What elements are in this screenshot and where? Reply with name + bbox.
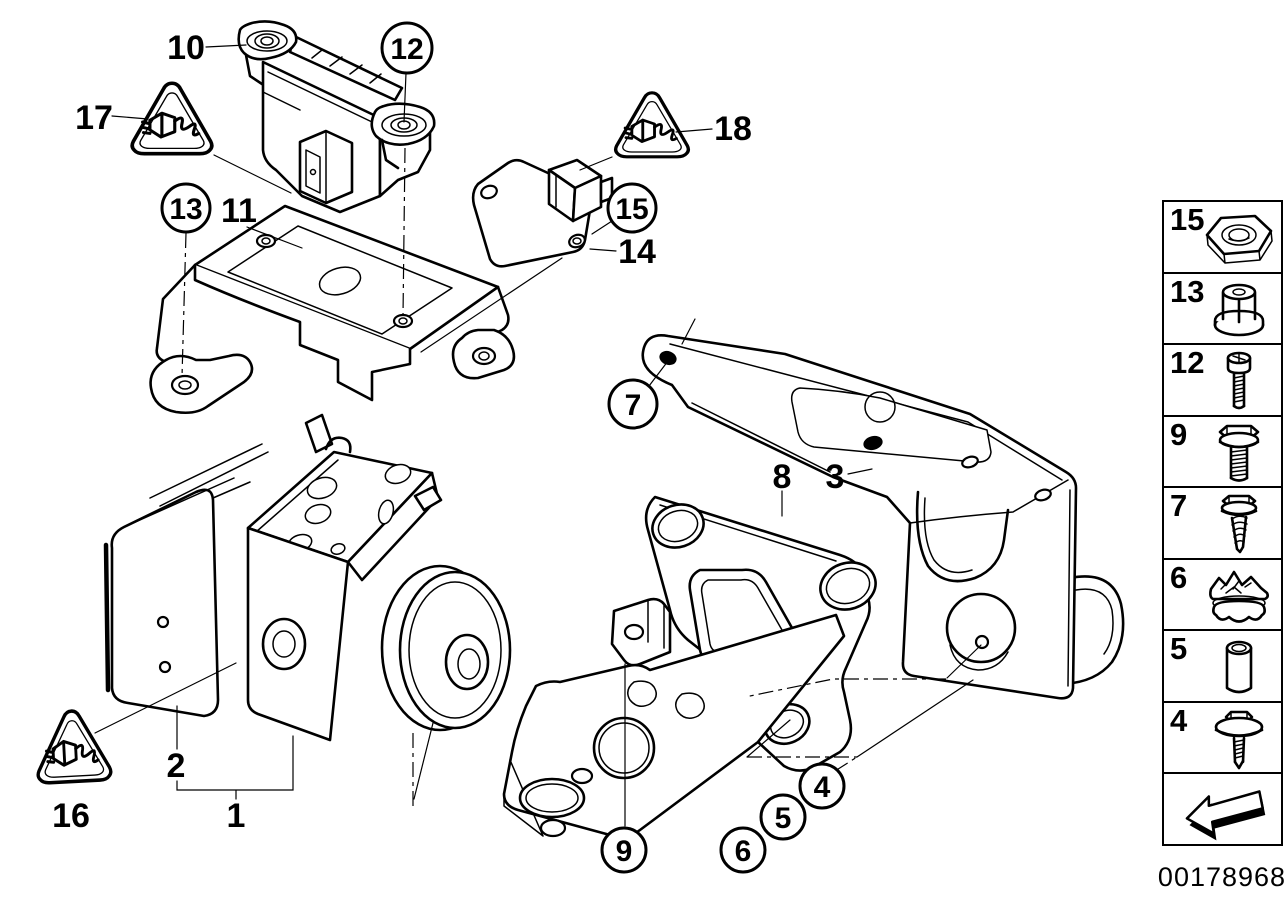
legend-item-12[interactable]: 12: [1162, 343, 1283, 417]
callout-1[interactable]: 1: [227, 797, 246, 835]
part-sensor-bracket: [149, 204, 516, 415]
legend-label: 12: [1170, 345, 1205, 380]
callout-7[interactable]: 7: [607, 378, 659, 430]
legend-item-4[interactable]: 4: [1162, 700, 1283, 774]
fastener-legend: 15 13 12 9: [1162, 200, 1283, 846]
document-number: 00178968: [1157, 862, 1287, 892]
spacer-sleeve-icon: [1225, 640, 1253, 694]
svg-text:9: 9: [616, 835, 633, 868]
svg-text:7: 7: [625, 389, 642, 422]
callout-12[interactable]: 12: [380, 21, 434, 75]
legend-label: 5: [1170, 631, 1188, 666]
legend-item-6[interactable]: 6: [1162, 557, 1283, 631]
part-support-plate: [502, 613, 846, 838]
callout-18[interactable]: 18: [714, 110, 752, 148]
legend-item-5[interactable]: 5: [1162, 629, 1283, 703]
callout-6[interactable]: 6: [719, 826, 767, 874]
washer-head-screw-icon: [1214, 710, 1264, 769]
expanding-grommet-icon: [1209, 570, 1269, 623]
warning-triangle-16: [33, 707, 113, 786]
svg-text:5: 5: [775, 802, 792, 835]
svg-text:13: 13: [169, 193, 202, 226]
legend-label: 15: [1170, 202, 1205, 237]
direction-arrow-icon: [1185, 790, 1266, 841]
legend-label: 13: [1170, 273, 1205, 309]
connector-warning-icon: [33, 707, 113, 786]
connector-warning-icon: [613, 91, 691, 159]
svg-text:6: 6: [735, 835, 752, 868]
legend-label: 6: [1170, 559, 1188, 595]
legend-item-7[interactable]: 7: [1162, 486, 1283, 560]
legend-label: 7: [1170, 488, 1188, 523]
callout-5[interactable]: 5: [759, 793, 807, 841]
part-yaw-rate-sensor: [237, 20, 436, 214]
part-hydro-unit: [103, 413, 512, 742]
callout-14[interactable]: 14: [618, 233, 656, 271]
callout-3[interactable]: 3: [826, 458, 845, 496]
callout-11[interactable]: 11: [221, 192, 257, 230]
legend-item-13[interactable]: 13: [1162, 271, 1283, 345]
hex-nut-icon: [1205, 214, 1273, 264]
callout-15[interactable]: 15: [606, 182, 658, 234]
svg-text:15: 15: [615, 193, 648, 226]
callout-10[interactable]: 10: [167, 29, 205, 67]
callout-9[interactable]: 9: [600, 826, 648, 874]
callout-13[interactable]: 13: [160, 182, 212, 234]
circled-callouts: 12 13 15 7 9 6 5 4: [160, 21, 846, 874]
warning-triangle-18: [613, 91, 691, 159]
callout-16[interactable]: 16: [52, 797, 90, 835]
cap-nut-icon: [1213, 283, 1265, 336]
svg-text:4: 4: [814, 771, 831, 804]
callout-2[interactable]: 2: [167, 747, 186, 785]
legend-item-15[interactable]: 15: [1162, 200, 1283, 274]
part-mounting-bracket: [641, 318, 1125, 700]
callout-8[interactable]: 8: [773, 458, 792, 496]
legend-label: 4: [1170, 702, 1188, 738]
callout-17[interactable]: 17: [75, 99, 113, 137]
legend-direction-box: [1162, 772, 1283, 846]
legend-label: 9: [1170, 416, 1188, 452]
diagram-illustration: 10 17 11 14 18 8 3 2 1 16 12 13 15 7 9: [33, 20, 1125, 874]
plain-callouts: 10 17 11 14 18 8 3 2 1 16: [52, 29, 844, 835]
hex-flange-bolt-icon: [1218, 424, 1260, 482]
cheese-head-bolt-icon: [1226, 351, 1252, 410]
legend-item-9[interactable]: 9: [1162, 414, 1283, 488]
self-tapping-screw-icon: [1220, 494, 1258, 554]
part-acceleration-sensor: [471, 158, 614, 268]
callout-4[interactable]: 4: [798, 762, 846, 810]
leader-lines: [94, 44, 982, 827]
svg-text:12: 12: [390, 33, 423, 66]
